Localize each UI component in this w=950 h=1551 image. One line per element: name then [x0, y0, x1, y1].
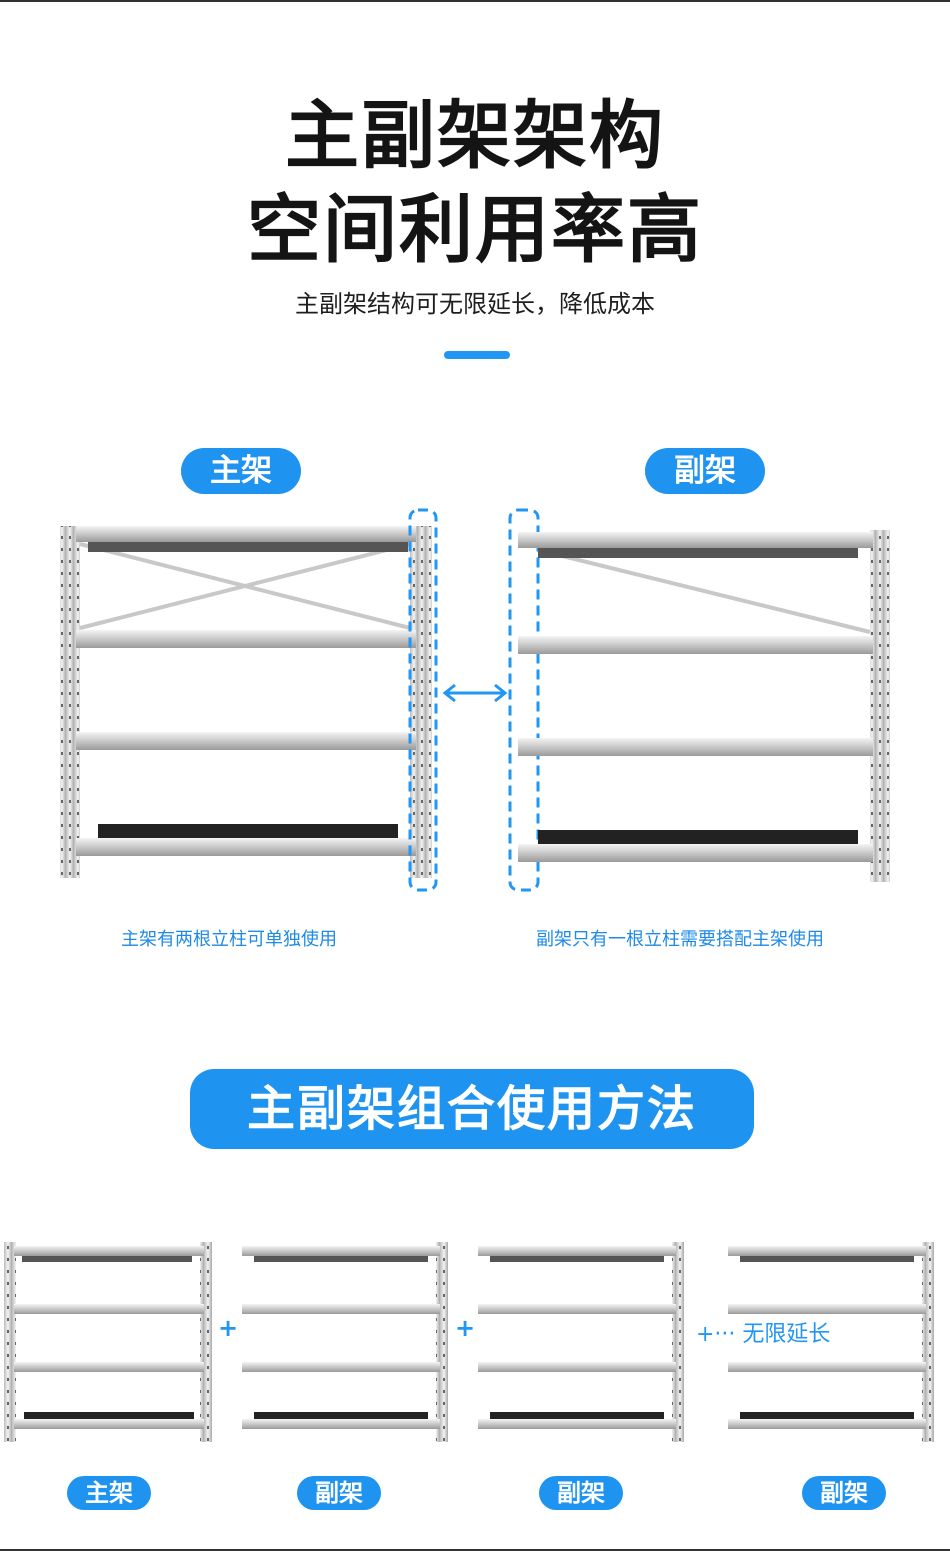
- small-main-label: 主架: [67, 1476, 151, 1510]
- bottom-border: [0, 1549, 950, 1551]
- small-sub-rack-image-1: [242, 1242, 448, 1442]
- connect-arrow-icon: [442, 683, 508, 703]
- sub-frame-label: 副架: [645, 448, 765, 494]
- main-rack-image: [60, 508, 438, 892]
- small-sub-rack-image-3: [728, 1242, 934, 1442]
- small-sub-label-3: 副架: [802, 1476, 886, 1510]
- headline-line-2: 空间利用率高: [247, 187, 703, 273]
- subtitle: 主副架结构可无限延长，降低成本: [295, 290, 655, 318]
- sub-rack-image: [508, 508, 890, 892]
- headline-line-1: 主副架架构: [285, 93, 665, 179]
- small-sub-rack-image-2: [478, 1242, 684, 1442]
- small-sub-label-2: 副架: [539, 1476, 623, 1510]
- top-border: [0, 0, 950, 2]
- plus-sign-1: +: [218, 1314, 239, 1342]
- method-section-title: 主副架组合使用方法: [190, 1069, 754, 1149]
- main-frame-caption: 主架有两根立柱可单独使用: [121, 929, 337, 950]
- plus-sign-2: +: [455, 1314, 476, 1342]
- small-sub-label-1: 副架: [297, 1476, 381, 1510]
- extend-text: +··· 无限延长: [696, 1322, 831, 1347]
- small-main-rack-image: [4, 1242, 212, 1442]
- main-frame-label: 主架: [181, 448, 301, 494]
- sub-frame-caption: 副架只有一根立柱需要搭配主架使用: [536, 929, 824, 950]
- accent-divider: [444, 351, 510, 359]
